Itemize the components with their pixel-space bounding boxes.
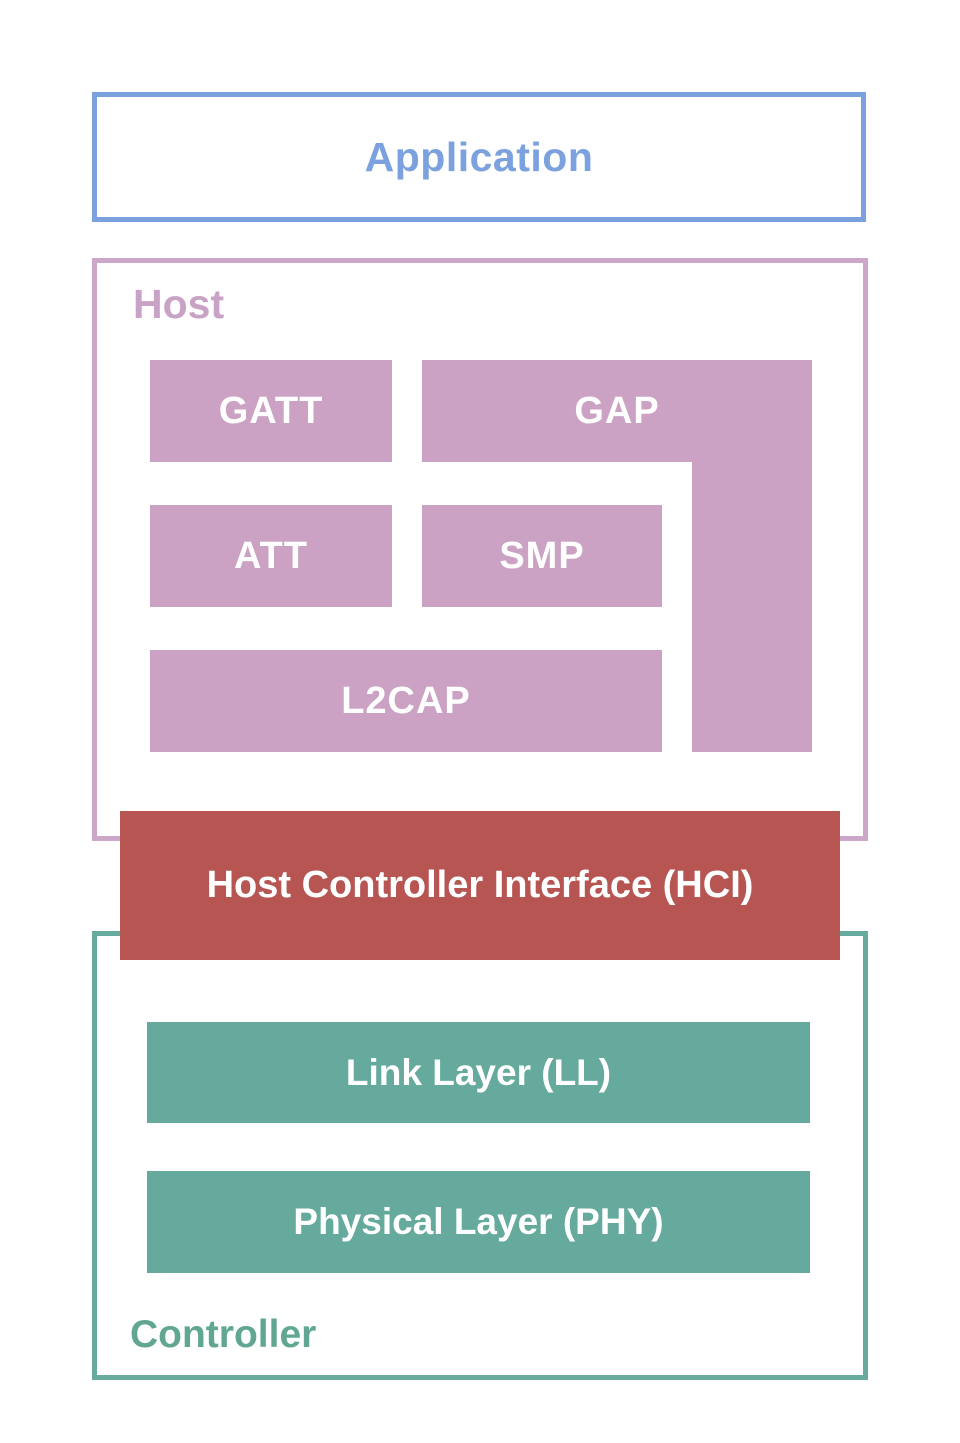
host-label: Host (133, 281, 225, 327)
gap-block-vertical-arm (692, 460, 812, 752)
controller-label: Controller (130, 1313, 317, 1356)
physical-layer-label: Physical Layer (PHY) (293, 1201, 664, 1242)
link-layer-label: Link Layer (LL) (345, 1051, 612, 1093)
l2cap-block: L2CAP (150, 650, 662, 752)
gap-block: GAP (422, 360, 812, 462)
link-layer-block: Link Layer (LL) (147, 1022, 810, 1123)
l2cap-label: L2CAP (341, 679, 471, 722)
smp-block: SMP (422, 505, 662, 607)
application-label: Application (364, 133, 594, 180)
physical-layer-block: Physical Layer (PHY) (147, 1171, 810, 1273)
smp-label: SMP (499, 534, 585, 577)
att-block: ATT (150, 505, 392, 607)
hci-label: Host Controller Interface (HCI) (206, 864, 754, 906)
gatt-label: GATT (218, 389, 324, 432)
gap-label: GAP (574, 389, 660, 432)
gatt-block: GATT (150, 360, 392, 462)
hci-block: Host Controller Interface (HCI) (120, 811, 840, 960)
att-label: ATT (233, 534, 309, 577)
application-box: Application (92, 92, 866, 222)
